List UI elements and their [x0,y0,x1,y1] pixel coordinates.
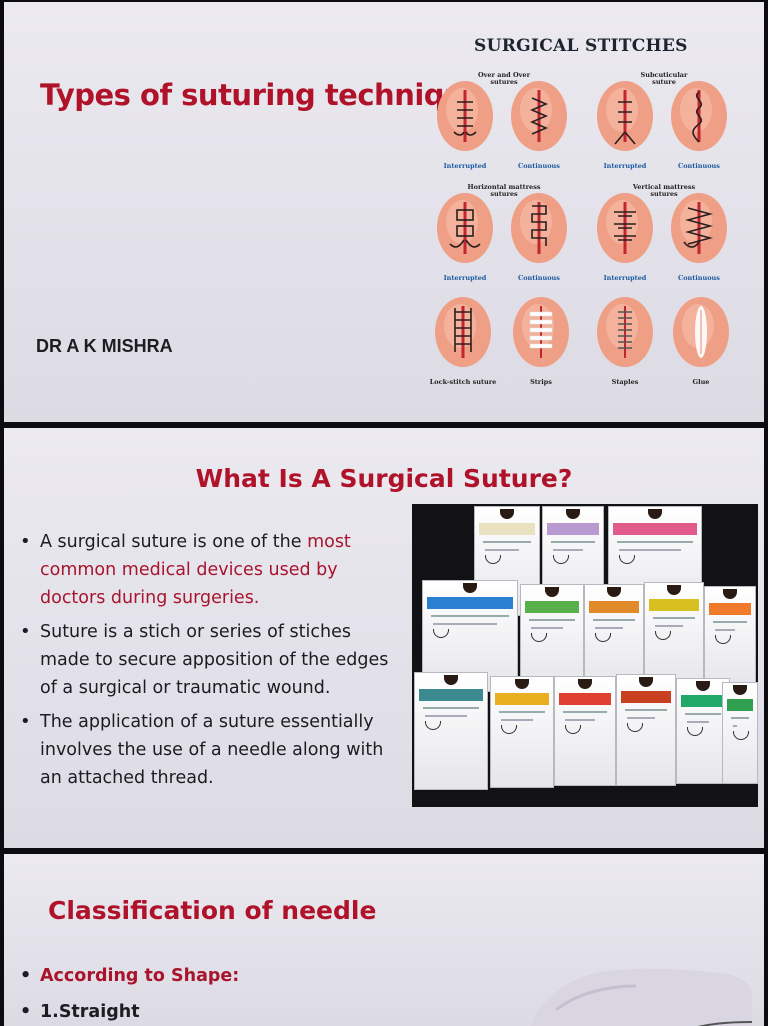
author-name: DR A K MISHRA [36,336,173,356]
slide-title: What Is A Surgical Suture? [195,464,573,493]
subcuticular-interrupted-icon [597,81,653,151]
staples-icon [597,297,653,367]
suture-box [676,678,730,784]
subcuticular-continuous-icon [671,81,727,151]
suture-box [520,584,584,690]
bullet-list: According to Shape: 1.Straight [18,958,239,1026]
caption-r2-4: Continuous [678,274,720,282]
caption-r3-3: Staples [611,378,639,386]
vertical-mattress-interrupted-icon [597,193,653,263]
suture-box [644,582,704,690]
horizontal-mattress-continuous-icon [511,193,567,263]
chart-title: SURGICAL STITCHES [474,36,688,56]
caption-r1-4: Continuous [678,162,720,170]
slide-title: Classification of needle [48,896,377,925]
bullet-text: Suture is a stich or series of stiches m… [40,622,389,698]
bullet-text: A surgical suture is one of the [40,532,308,552]
suture-boxes-photo [412,504,758,807]
lock-stitch-icon [435,297,491,367]
caption-r3-1: Lock-stitch suture [429,378,497,386]
slide-title: Types of suturing technique [40,78,484,112]
caption-r2-3: Interrupted [603,274,647,282]
bullet-list: A surgical suture is one of the most com… [18,528,398,798]
continuous-stitch-icon [511,81,567,151]
bullet-item: A surgical suture is one of the most com… [18,528,398,612]
caption-r2-2: Continuous [518,274,560,282]
suture-box [414,672,488,790]
slide-what-is-suture: What Is A Surgical Suture? A surgical su… [4,428,764,848]
surgical-stitches-chart: SURGICAL STITCHES Over and Over sutures … [422,30,742,400]
bullet-item: The application of a suture essentially … [18,708,398,792]
slide-needle-classification: Classification of needle According to Sh… [4,854,764,1026]
caption-r2-1: Interrupted [443,274,487,282]
interrupted-stitch-icon [437,81,493,151]
bullet-item: Suture is a stich or series of stiches m… [18,618,398,702]
bullet-highlight: most common medical devices used by doct… [40,532,351,608]
vertical-mattress-continuous-icon [671,193,727,263]
suture-box [554,676,616,786]
bullet-item: 1.Straight [18,994,239,1026]
bullet-text: The application of a suture essentially … [40,712,384,788]
suture-box [490,676,554,788]
suture-box [584,584,644,690]
suture-box [616,674,676,786]
suture-box [722,682,758,784]
strips-icon [513,297,569,367]
gloved-hand-image [530,968,753,1026]
bullet-item: According to Shape: [18,958,239,994]
group-label-over-and-over: Over and Over sutures [477,71,530,86]
horizontal-mattress-interrupted-icon [437,193,493,263]
glue-icon [673,297,729,367]
caption-r1-1: Interrupted [443,162,487,170]
suture-box [704,586,756,690]
slide-suturing-technique: Types of suturing technique DR A K MISHR… [4,2,764,422]
caption-r3-2: Strips [530,378,552,386]
caption-r3-4: Glue [692,378,710,386]
group-label-subcuticular: Subcuticular suture [640,71,688,86]
caption-r1-3: Interrupted [603,162,647,170]
caption-r1-2: Continuous [518,162,560,170]
group-label-vertical-mattress: Vertical mattress sutures [632,183,696,198]
group-label-horizontal-mattress: Horizontal mattress sutures [467,183,541,198]
